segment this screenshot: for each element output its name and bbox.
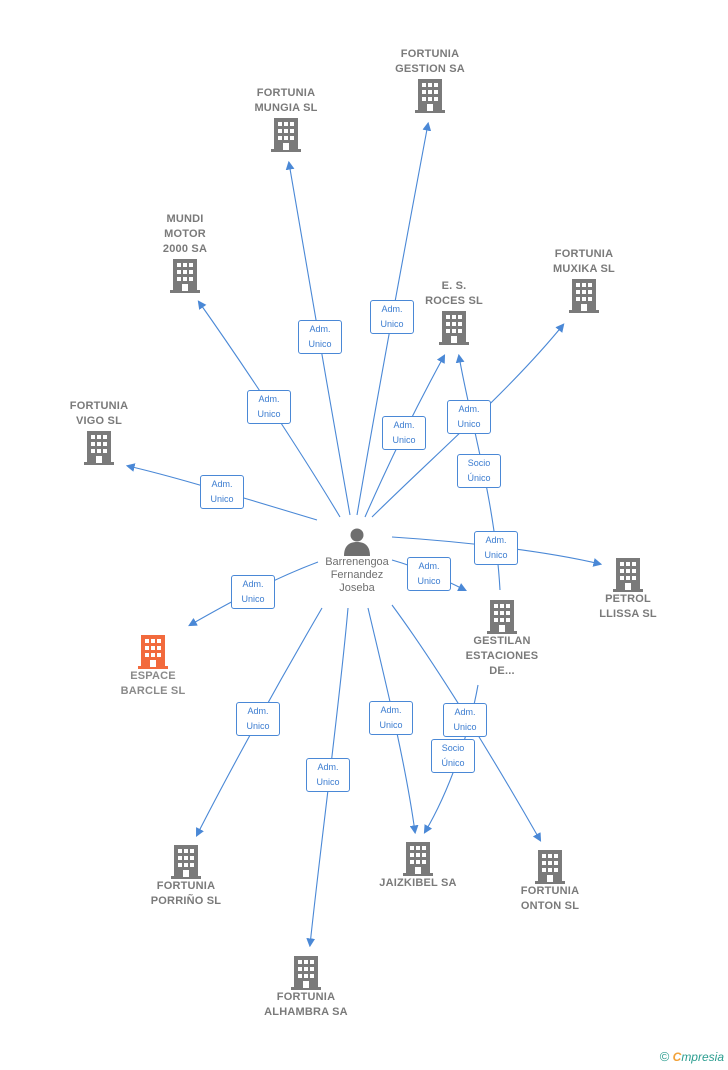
person-icon bbox=[344, 528, 370, 556]
company-node-fortunia-gestion[interactable]: FORTUNIA GESTION SA bbox=[380, 47, 480, 113]
building-icon bbox=[138, 635, 168, 669]
company-name: FORTUNIA ALHAMBRA SA bbox=[264, 991, 348, 1018]
building-icon bbox=[403, 842, 433, 876]
company-node-jaizkibel[interactable]: JAIZKIBEL SA bbox=[368, 840, 468, 891]
building-icon bbox=[271, 118, 301, 152]
company-name: ESPACE BARCLE SL bbox=[120, 670, 186, 697]
building-icon bbox=[171, 845, 201, 879]
edge-label-gestion[interactable]: Adm. Unico bbox=[370, 300, 414, 334]
edge-label-mungia[interactable]: Adm. Unico bbox=[298, 320, 342, 354]
building-icon bbox=[291, 956, 321, 990]
person-node[interactable]: Barrenengoa Fernandez Joseba bbox=[305, 526, 409, 595]
company-name: FORTUNIA MUNGIA SL bbox=[254, 87, 318, 114]
building-icon bbox=[569, 279, 599, 313]
edge-label-porrino[interactable]: Adm. Unico bbox=[236, 702, 280, 736]
company-node-fortunia-vigo[interactable]: FORTUNIA VIGO SL bbox=[49, 399, 149, 465]
company-node-fortunia-alhambra[interactable]: FORTUNIA ALHAMBRA SA bbox=[256, 954, 356, 1020]
building-icon bbox=[439, 311, 469, 345]
company-name: E. S. ROCES SL bbox=[425, 280, 483, 307]
edge-label-socio-jaiz[interactable]: Socio Único bbox=[431, 739, 475, 773]
company-name: FORTUNIA GESTION SA bbox=[395, 48, 465, 75]
company-name: PETROL LLISSA SL bbox=[599, 593, 657, 620]
company-node-fortunia-muxika[interactable]: FORTUNIA MUXIKA SL bbox=[534, 247, 634, 313]
copyright-icon: © bbox=[659, 1049, 670, 1064]
edge-label-mundi[interactable]: Adm. Unico bbox=[247, 390, 291, 424]
company-node-petrol-llissa[interactable]: PETROL LLISSA SL bbox=[578, 556, 678, 622]
company-name: GESTILAN ESTACIONES DE... bbox=[465, 635, 539, 677]
edge-label-onton[interactable]: Adm. Unico bbox=[443, 703, 487, 737]
building-icon bbox=[613, 558, 643, 592]
building-icon bbox=[535, 850, 565, 884]
company-node-mundi-motor[interactable]: MUNDI MOTOR 2000 SA bbox=[135, 212, 235, 293]
company-name: FORTUNIA PORRIÑO SL bbox=[150, 880, 222, 907]
company-name: FORTUNIA VIGO SL bbox=[69, 400, 129, 427]
company-node-fortunia-mungia[interactable]: FORTUNIA MUNGIA SL bbox=[236, 86, 336, 152]
edge-label-espace[interactable]: Adm. Unico bbox=[231, 575, 275, 609]
company-node-es-roces[interactable]: E. S. ROCES SL bbox=[404, 279, 504, 345]
company-name: MUNDI MOTOR 2000 SA bbox=[162, 213, 208, 255]
brand-text: mpresia bbox=[681, 1050, 724, 1064]
company-node-gestilan[interactable]: GESTILAN ESTACIONES DE... bbox=[452, 598, 552, 679]
edge-label-muxika[interactable]: Adm. Unico bbox=[447, 400, 491, 434]
edge-label-gestilan[interactable]: Adm. Unico bbox=[407, 557, 451, 591]
edge-label-petrol[interactable]: Adm. Unico bbox=[474, 531, 518, 565]
empresia-logo: © Cmpresia bbox=[660, 1049, 724, 1064]
building-icon bbox=[487, 600, 517, 634]
edge-label-vigo[interactable]: Adm. Unico bbox=[200, 475, 244, 509]
edge-label-jaizkibel[interactable]: Adm. Unico bbox=[369, 701, 413, 735]
building-icon bbox=[170, 259, 200, 293]
company-node-espace-barcle[interactable]: ESPACE BARCLE SL bbox=[103, 633, 203, 699]
company-node-fortunia-porrino[interactable]: FORTUNIA PORRIÑO SL bbox=[136, 843, 236, 909]
company-name: JAIZKIBEL SA bbox=[379, 877, 457, 889]
company-node-fortunia-onton[interactable]: FORTUNIA ONTON SL bbox=[500, 848, 600, 914]
edge-label-roces[interactable]: Adm. Unico bbox=[382, 416, 426, 450]
building-icon bbox=[84, 431, 114, 465]
edge-label-socio-roces[interactable]: Socio Único bbox=[457, 454, 501, 488]
edge-label-alhambra[interactable]: Adm. Unico bbox=[306, 758, 350, 792]
brand-initial: C bbox=[672, 1050, 682, 1064]
person-name: Barrenengoa Fernandez Joseba bbox=[325, 556, 389, 594]
company-name: FORTUNIA MUXIKA SL bbox=[553, 248, 615, 275]
company-name: FORTUNIA ONTON SL bbox=[520, 885, 580, 912]
building-icon bbox=[415, 79, 445, 113]
